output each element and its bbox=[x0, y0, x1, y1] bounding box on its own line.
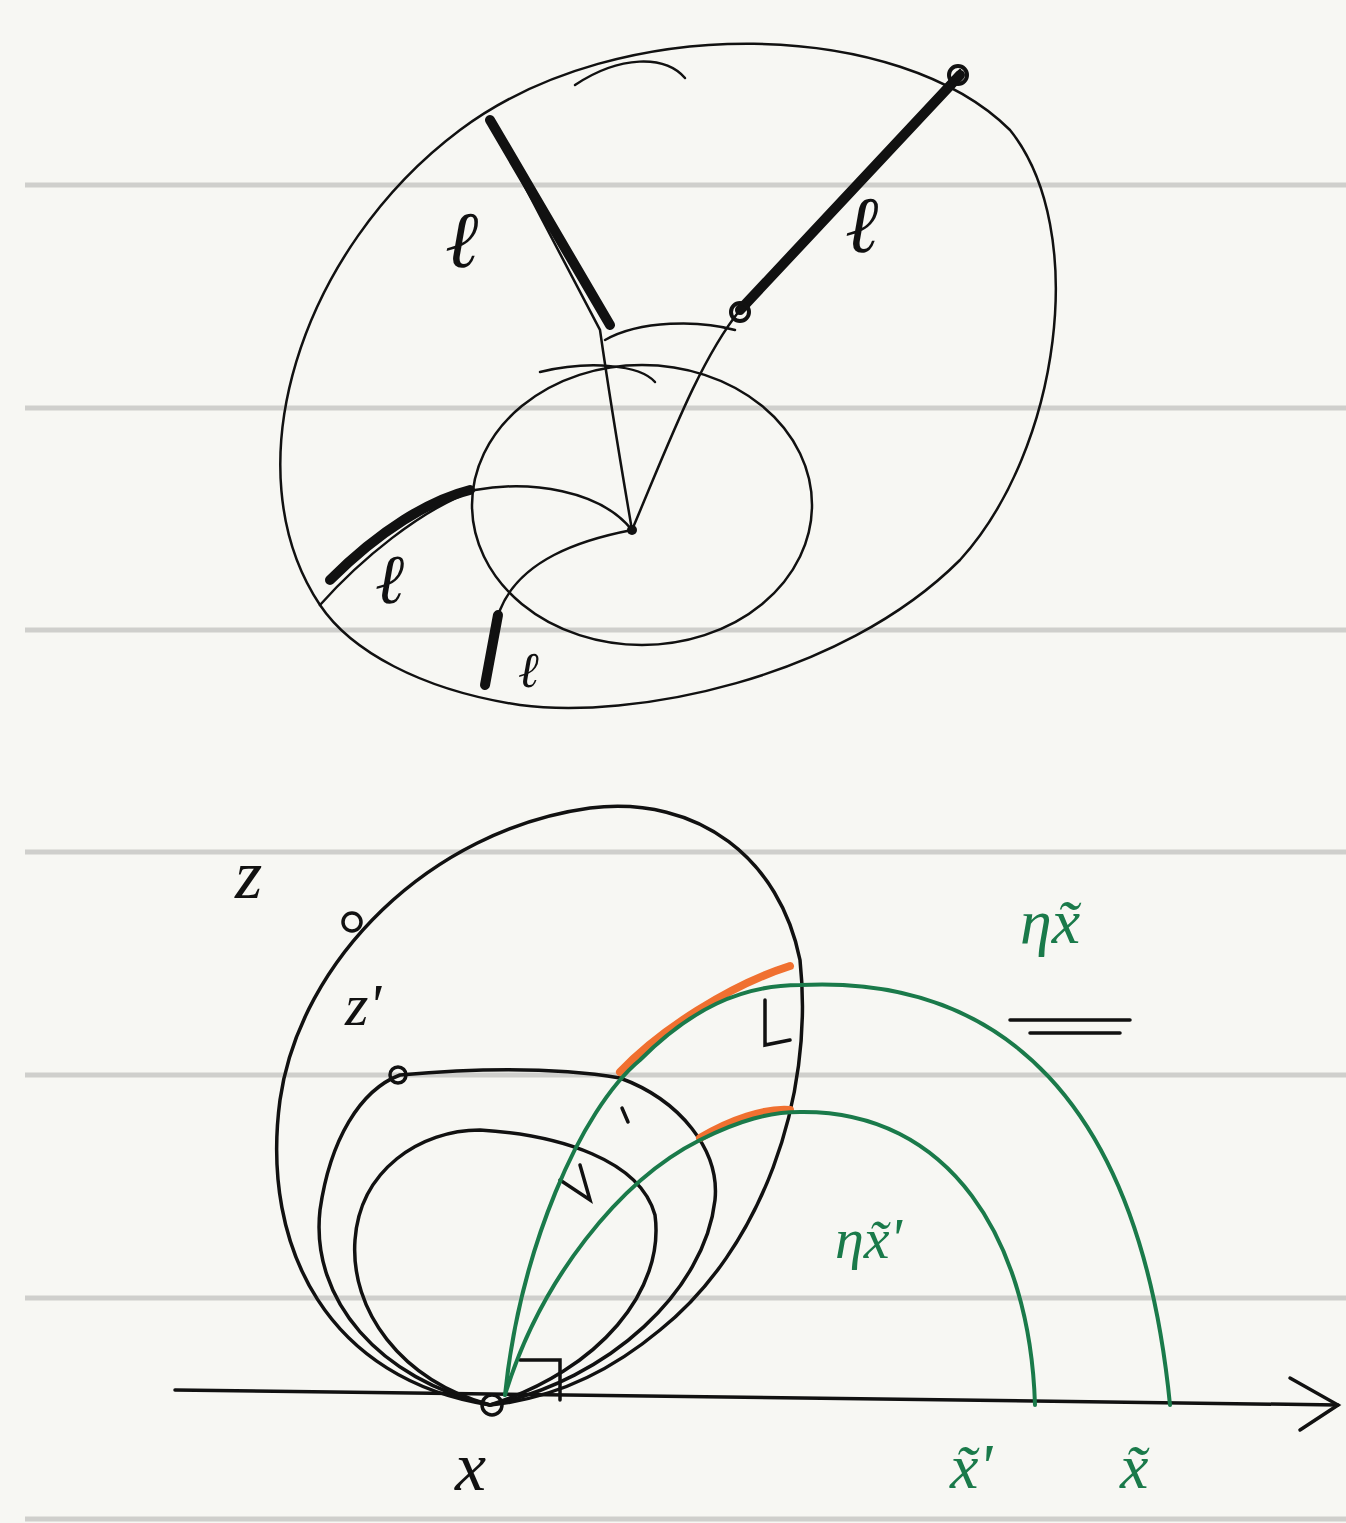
geodesics bbox=[505, 984, 1170, 1405]
bottom-figure bbox=[175, 806, 1338, 1430]
math-label: ηx̃' bbox=[835, 1210, 902, 1268]
math-label: x̃' bbox=[950, 1435, 992, 1499]
math-label: z bbox=[235, 840, 262, 910]
notebook-lines bbox=[25, 185, 1346, 1519]
math-label: ℓ bbox=[845, 185, 878, 265]
math-label: ℓ bbox=[445, 200, 478, 280]
math-label: ℓ bbox=[518, 645, 539, 695]
math-label: z' bbox=[345, 975, 381, 1035]
math-label: ηx̃ bbox=[1020, 890, 1080, 954]
math-label: ℓ bbox=[375, 545, 404, 615]
thick-segments bbox=[330, 75, 960, 685]
math-label: x bbox=[455, 1432, 486, 1502]
points bbox=[627, 66, 967, 535]
math-label: x̃ bbox=[1120, 1435, 1148, 1499]
top-figure bbox=[280, 44, 1055, 708]
